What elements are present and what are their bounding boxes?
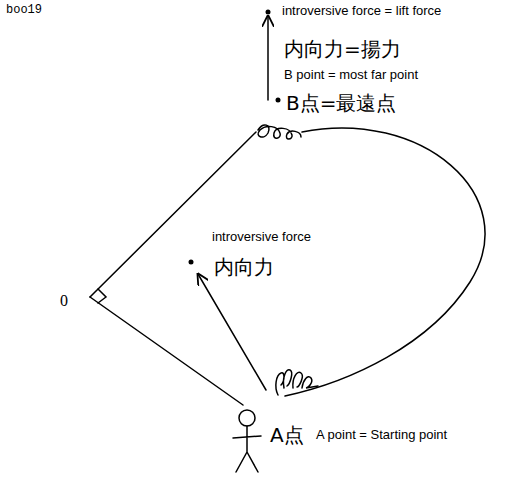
point-label: B point = most far point: [282, 68, 420, 83]
stick-figure: [233, 426, 261, 472]
scribble-loops: [276, 370, 318, 395]
force-arrow: [267, 16, 269, 100]
flight-path: [285, 128, 485, 396]
point-dot: [266, 10, 271, 15]
force-arrow: [198, 274, 266, 390]
point-label: A点: [268, 424, 306, 447]
origin-label: 0: [58, 292, 70, 310]
force-label: introversive force: [210, 230, 313, 245]
force-label: 内向力: [212, 256, 276, 279]
point-label: A point = Starting point: [314, 428, 449, 443]
scribble-loops: [258, 125, 301, 139]
point-dot: [276, 98, 281, 103]
point-dot: [189, 260, 194, 265]
figure-id: boo19: [4, 4, 44, 18]
note-text: introversive force = lift force: [280, 4, 443, 19]
right-angle-mark: [98, 289, 106, 303]
radius-line: [90, 297, 243, 405]
point-label: B点=最遠点: [284, 92, 398, 115]
note-text: 内向力=揚力: [282, 38, 403, 61]
person-head: [239, 410, 255, 426]
